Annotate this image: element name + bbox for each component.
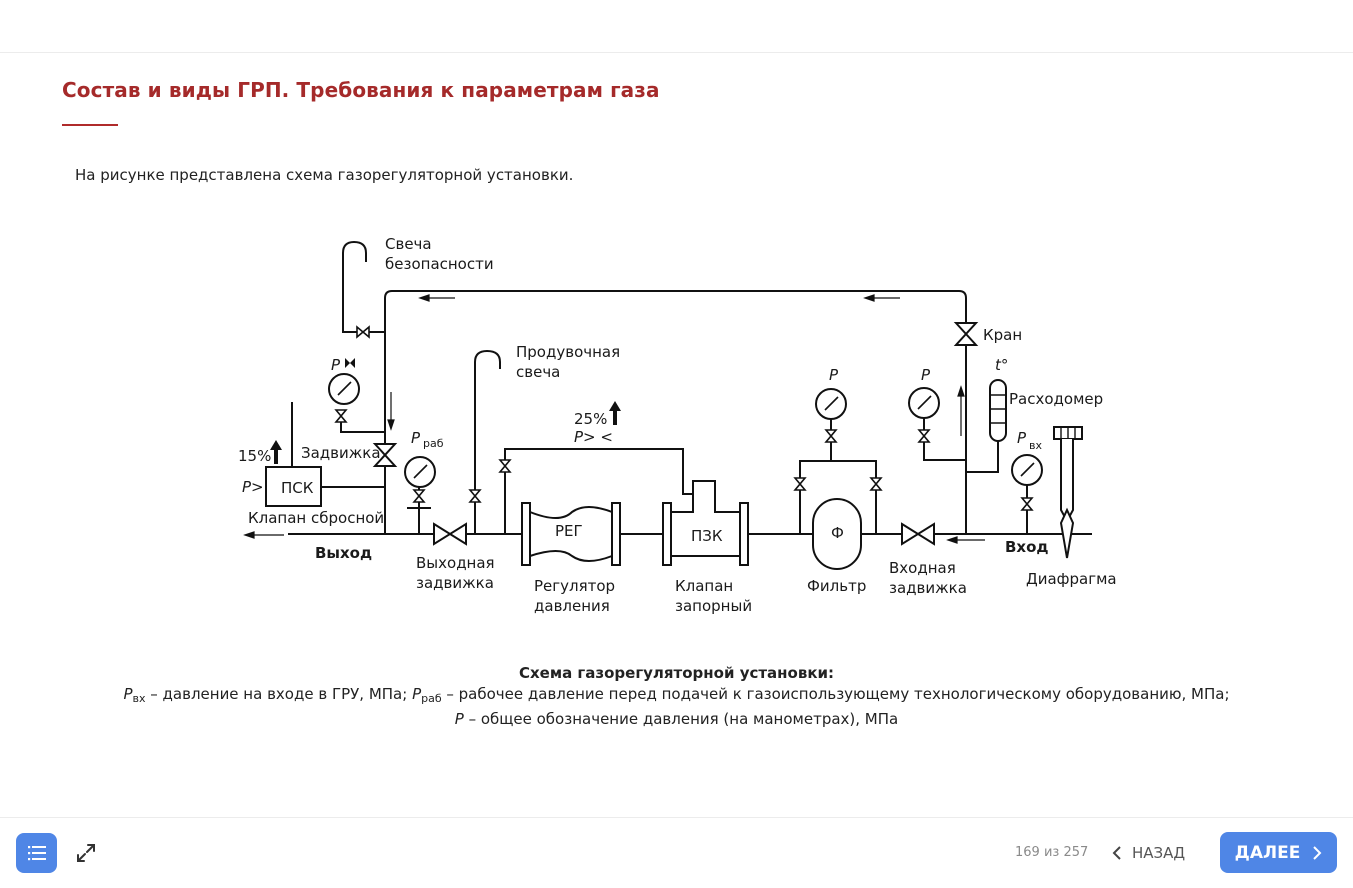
figure-caption: Схема газорегуляторной установки: Pвх – … xyxy=(0,663,1353,730)
back-button[interactable]: НАЗАД xyxy=(1112,838,1185,868)
label-produvochnaya-1: Продувочная xyxy=(516,343,620,361)
label-svecha-2: безопасности xyxy=(385,255,494,273)
fullscreen-button[interactable] xyxy=(74,841,98,865)
caption-p-symbol: P xyxy=(454,710,464,728)
next-button[interactable]: ДАЛЕЕ xyxy=(1220,832,1337,873)
label-t: t° xyxy=(995,356,1008,374)
caption-p-vkh-sub: вх xyxy=(132,692,146,705)
caption-p-rab-text: – рабочее давление перед подачей к газои… xyxy=(441,685,1230,703)
label-vkhodnaya-2: задвижка xyxy=(889,579,967,597)
table-of-contents-button[interactable] xyxy=(16,833,57,873)
caption-p-vkh-text: – давление на входе в ГРУ, МПа; xyxy=(145,685,413,703)
top-bar xyxy=(0,0,1353,53)
gas-regulator-scheme: Свеча безопасности Продувочная свеча Кра… xyxy=(238,235,1117,615)
caption-p-vkh-symbol: P xyxy=(123,685,133,703)
label-15pct: 15% xyxy=(238,447,271,465)
label-p-inlet: P xyxy=(921,366,931,384)
label-vkhodnaya-1: Входная xyxy=(889,559,956,577)
label-klapan-2: запорный xyxy=(675,597,752,615)
page-title: Состав и виды ГРП. Требования к параметр… xyxy=(62,78,660,102)
label-klapan-sbrosnoy: Клапан сбросной xyxy=(248,509,384,527)
label-p-gt: P> xyxy=(242,478,264,496)
caption-line-2: P – общее обозначение давления (на маном… xyxy=(455,710,898,728)
next-button-label: ДАЛЕЕ xyxy=(1234,842,1301,863)
chevron-right-icon xyxy=(1313,845,1322,860)
caption-p-rab-sub: раб xyxy=(421,692,442,705)
label-25pct: 25% xyxy=(574,410,607,428)
label-filtr: Фильтр xyxy=(807,577,866,595)
caption-p-rab-symbol: P xyxy=(412,685,422,703)
label-regulyator-1: Регулятор xyxy=(534,577,615,595)
label-p-rab: P xyxy=(411,429,421,447)
label-diafragma: Диафрагма xyxy=(1026,570,1117,588)
label-f: Ф xyxy=(831,524,844,542)
label-p-rab-sub: раб xyxy=(423,437,444,450)
label-p-vkh-sub: вх xyxy=(1029,439,1042,452)
label-vykhodnaya-1: Выходная xyxy=(416,554,495,572)
caption-line-1: Pвх – давление на входе в ГРУ, МПа; Pраб… xyxy=(123,685,1230,705)
label-regulyator-2: давления xyxy=(534,597,610,615)
label-p-vkh: P xyxy=(1017,429,1027,447)
bottom-bar xyxy=(0,817,1353,888)
label-pzk: ПЗК xyxy=(691,527,723,545)
label-vykhodnaya-2: задвижка xyxy=(416,574,494,592)
label-reg: РЕГ xyxy=(555,522,583,540)
expand-icon xyxy=(77,844,95,862)
caption-title: Схема газорегуляторной установки: xyxy=(518,664,835,682)
label-zadvizhka: Задвижка xyxy=(301,444,381,462)
page-counter: 169 из 257 xyxy=(1015,845,1089,860)
label-raskhodomer: Расходомер xyxy=(1009,390,1103,408)
list-icon xyxy=(27,846,46,861)
label-p-filter: P xyxy=(829,366,839,384)
label-svecha-1: Свеча xyxy=(385,235,432,253)
title-underline xyxy=(62,124,118,126)
back-button-label: НАЗАД xyxy=(1132,844,1186,862)
caption-p-text: – общее обозначение давления (на маномет… xyxy=(463,710,899,728)
chevron-left-icon xyxy=(1112,846,1121,860)
label-produvochnaya-2: свеча xyxy=(516,363,560,381)
label-klapan-1: Клапан xyxy=(675,577,733,595)
label-p-top-left: P xyxy=(331,356,341,374)
label-kran: Кран xyxy=(983,326,1022,344)
label-vkhod: Вход xyxy=(1005,538,1049,556)
label-vykhod: Выход xyxy=(315,544,372,562)
label-psk: ПСК xyxy=(281,479,314,497)
label-p-gt-lt: P> < xyxy=(574,428,613,446)
intro-text: На рисунке представлена схема газорегуля… xyxy=(75,166,574,184)
